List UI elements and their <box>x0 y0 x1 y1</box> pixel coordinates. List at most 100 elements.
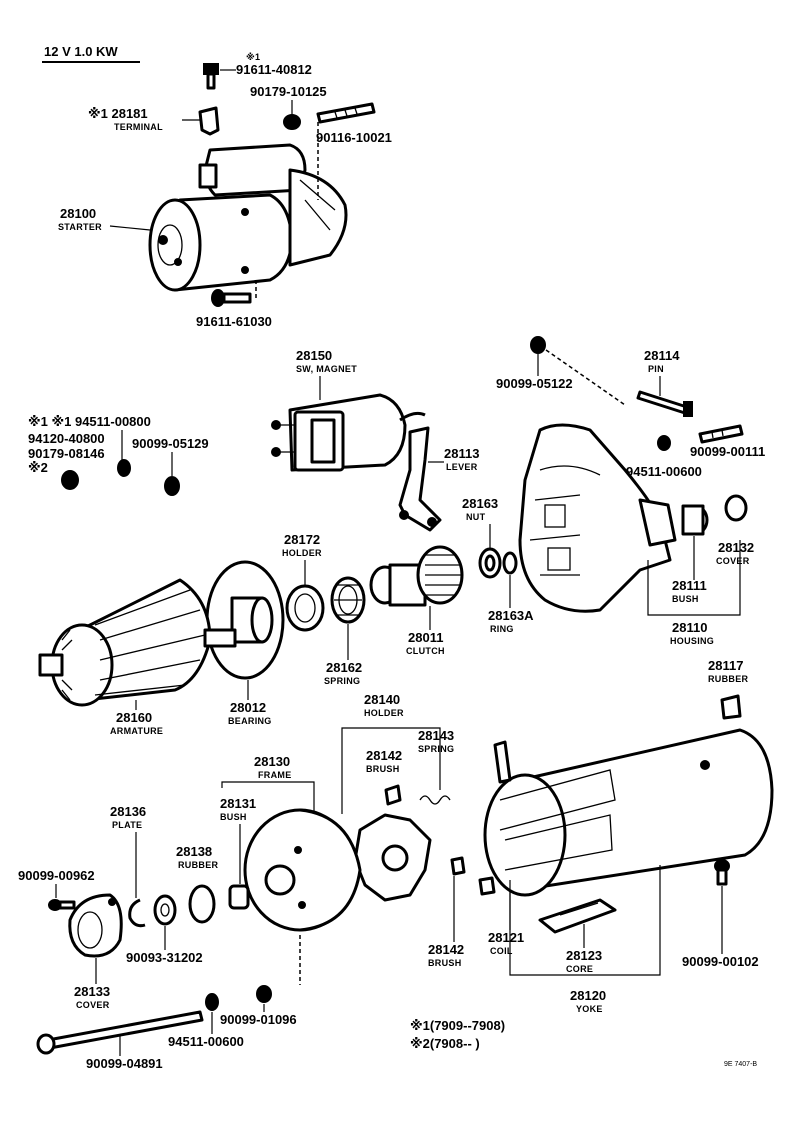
left-group-line3: 90179-08146 <box>28 446 105 461</box>
callout-brush-bottom: 28142 BRUSH <box>428 876 464 968</box>
spring-28162 <box>330 576 366 624</box>
footnotes: ※1(7909--7908) ※2(7908-- ) <box>410 1018 505 1051</box>
holder-28140-name: HOLDER <box>364 708 404 718</box>
bolt-bottom-part: 91611-61030 <box>196 314 272 329</box>
bearing-part: 28012 <box>230 700 266 715</box>
magnet-switch-name: SW, MAGNET <box>296 364 357 374</box>
stud-90116-10021 <box>316 102 376 124</box>
bush-frame-name: BUSH <box>220 812 247 822</box>
callout-coil: 28121 COIL <box>488 880 524 956</box>
callout-magnet-switch: 28150 SW, MAGNET <box>296 348 357 400</box>
holder-28172-part: 28172 <box>284 532 320 547</box>
pin-28114 <box>636 390 693 417</box>
clutch-name: CLUTCH <box>406 646 445 656</box>
ring-28163a <box>502 551 518 575</box>
nut-frame-part: 90099-01096 <box>220 1012 297 1027</box>
callout-washer-cover: 90093-31202 <box>126 926 203 965</box>
callout-bolt-top: ※1 91611-40812 <box>220 52 312 77</box>
callout-cover-bottom: 28133 COVER <box>74 958 110 1010</box>
bolt-91611-40812 <box>203 63 219 90</box>
lever-part: 28113 <box>444 446 479 461</box>
nut-28163 <box>478 547 502 579</box>
spring-28162-part: 28162 <box>326 660 362 675</box>
holder-28172-name: HOLDER <box>282 548 322 558</box>
nut-28163-part: 28163 <box>462 496 498 511</box>
brush-bottom-part: 28142 <box>428 942 464 957</box>
callout-pin: 28114 PIN <box>644 348 680 396</box>
nut-group-left <box>61 459 180 496</box>
washer-bolt-part: 94511-00600 <box>168 1034 244 1049</box>
callout-nut-28163: 28163 NUT <box>462 496 498 548</box>
starter-assembly <box>148 143 348 292</box>
armature-name: ARMATURE <box>110 726 163 736</box>
nut-28163-name: NUT <box>466 512 486 522</box>
bush-28111 <box>681 504 709 536</box>
cover-right-name: COVER <box>716 556 750 566</box>
screw-90099-00102 <box>714 859 730 886</box>
callout-brush-top: 28142 BRUSH <box>366 748 402 774</box>
callout-bolt-bottom: 91611-61030 <box>196 314 272 329</box>
washer-94511-00600-bolt <box>205 993 219 1011</box>
ring-name: RING <box>490 624 514 634</box>
callout-yoke: 28120 YOKE <box>509 865 661 1014</box>
frame-28130 <box>243 808 362 932</box>
left-group-line4: ※2 <box>28 460 48 475</box>
bearing-name: BEARING <box>228 716 272 726</box>
callout-starter: 28100 STARTER <box>58 206 151 232</box>
spring-28143 <box>419 795 451 805</box>
screw-cover-part: 90099-00962 <box>18 868 95 883</box>
callout-ring: 28163A RING <box>488 575 534 634</box>
yoke-28120 <box>483 728 774 897</box>
nut-90179-10125 <box>283 114 301 130</box>
cover-bottom-name: COVER <box>76 1000 110 1010</box>
bush-28131 <box>228 884 250 910</box>
frame-name: FRAME <box>258 770 292 780</box>
bearing-28012 <box>205 560 285 680</box>
screw-yoke-part: 90099-00102 <box>682 954 759 969</box>
bolt-right-part: 90099-00111 <box>690 444 765 459</box>
armature-part: 28160 <box>116 710 152 725</box>
callout-screw-yoke: 90099-00102 <box>682 886 759 969</box>
rubber-right-name: RUBBER <box>708 674 749 684</box>
left-group-line1: ※1 ※1 94511-00800 <box>28 414 151 429</box>
callout-left-group: ※1 ※1 94511-00800 94120-40800 90179-0814… <box>28 414 209 476</box>
magnet-switch-part: 28150 <box>296 348 332 363</box>
cover-28133 <box>68 893 123 958</box>
housing-name: HOUSING <box>670 636 714 646</box>
callout-housing: 28110 HOUSING <box>647 540 741 646</box>
holder-28172 <box>285 584 325 632</box>
left-group-line2: 94120-40800 <box>28 431 105 446</box>
nut-90099-05122 <box>530 336 546 354</box>
callout-nut-frame: 90099-01096 <box>220 1004 297 1027</box>
spring-28162-name: SPRING <box>324 676 360 686</box>
washer-94511-00600-housing <box>657 435 671 451</box>
rubber-28138 <box>188 884 216 924</box>
holder-28140 <box>353 813 432 902</box>
holder-28140-part: 28140 <box>364 692 400 707</box>
bush-housing-part: 28111 <box>672 578 707 593</box>
armature-28160 <box>38 578 237 707</box>
callout-core: 28123 CORE <box>566 924 602 974</box>
brush-28142-top <box>384 784 402 806</box>
starter-part: 28100 <box>60 206 96 221</box>
bush-housing-name: BUSH <box>672 594 699 604</box>
callout-rubber-right: 28117 RUBBER <box>708 658 749 684</box>
callout-plate: 28136 PLATE <box>110 804 146 898</box>
coil-name: COIL <box>490 946 513 956</box>
catalog-code: 9E 7407-B <box>724 1061 757 1068</box>
through-bolt-part: 90099-04891 <box>86 1056 163 1071</box>
spring-28143-part: 28143 <box>418 728 454 743</box>
rubber-frame-part: 28138 <box>176 844 212 859</box>
spring-28143-name: SPRING <box>418 744 454 754</box>
callout-holder-28172: 28172 HOLDER <box>282 532 322 586</box>
rubber-frame-name: RUBBER <box>178 860 219 870</box>
callout-clutch: 28011 CLUTCH <box>406 606 445 656</box>
screw-90099-00962 <box>48 899 76 911</box>
nut-dashed-part: 90099-05122 <box>496 376 573 391</box>
callout-washer-right: 94511-00600 <box>626 464 702 479</box>
footnote-2: ※2(7908-- ) <box>410 1036 480 1051</box>
callout-holder-28140: 28140 HOLDER <box>341 692 441 814</box>
brush-bottom-name: BRUSH <box>428 958 462 968</box>
callout-nut-top: 90179-10125 <box>250 84 327 114</box>
